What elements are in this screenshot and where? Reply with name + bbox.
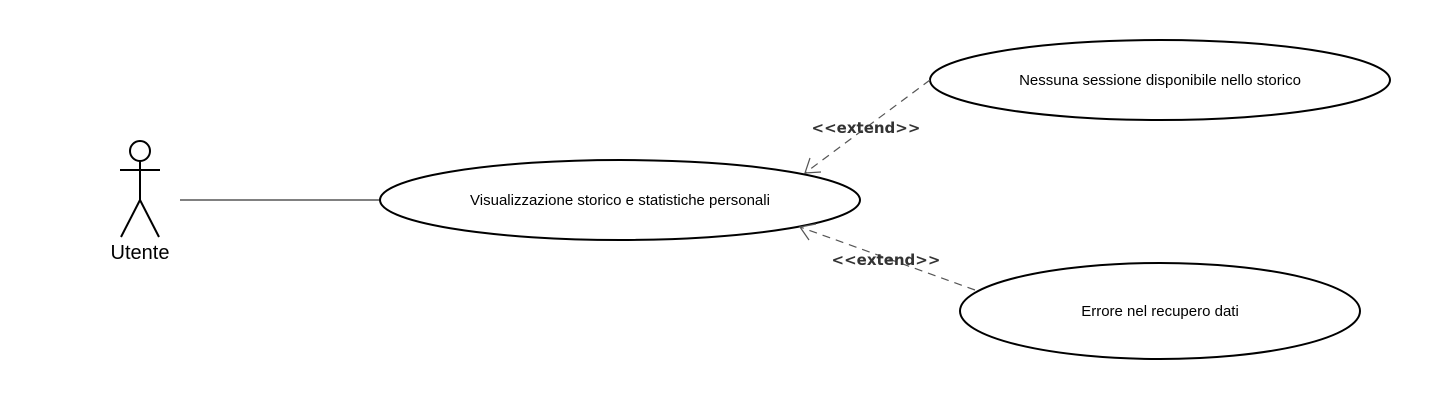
actor-utente[interactable]: Utente [111,140,170,264]
actor-head [129,140,151,162]
extend-bottom-dashed-line [799,226,976,291]
extend-top-arrowhead [804,157,822,174]
actor-left-leg [120,199,141,238]
extend-top-dashed-line [804,79,931,174]
use-case-ext-bottom[interactable]: Errore nel recupero dati [959,262,1361,360]
use-case-ext-bottom-label: Errore nel recupero dati [1081,303,1239,320]
extend-relation-bottom: <<extend>> [798,223,976,291]
use-case-main-label: Visualizzazione storico e statistiche pe… [470,192,770,209]
use-case-ext-top-label: Nessuna sessione disponibile nello stori… [1019,72,1301,89]
actor-right-leg [139,199,160,238]
use-case-main[interactable]: Visualizzazione storico e statistiche pe… [379,159,861,241]
use-case-ext-top[interactable]: Nessuna sessione disponibile nello stori… [929,39,1391,121]
actor-label: Utente [111,242,170,264]
use-case-ext-bottom-ellipse [959,262,1361,360]
extend-bottom-arrowhead [798,223,817,241]
extend-top-stereotype: <<extend>> [812,119,921,137]
extend-bottom-stereotype: <<extend>> [832,251,941,269]
extend-relation-top: <<extend>> [804,79,931,174]
use-case-main-ellipse [379,159,861,241]
